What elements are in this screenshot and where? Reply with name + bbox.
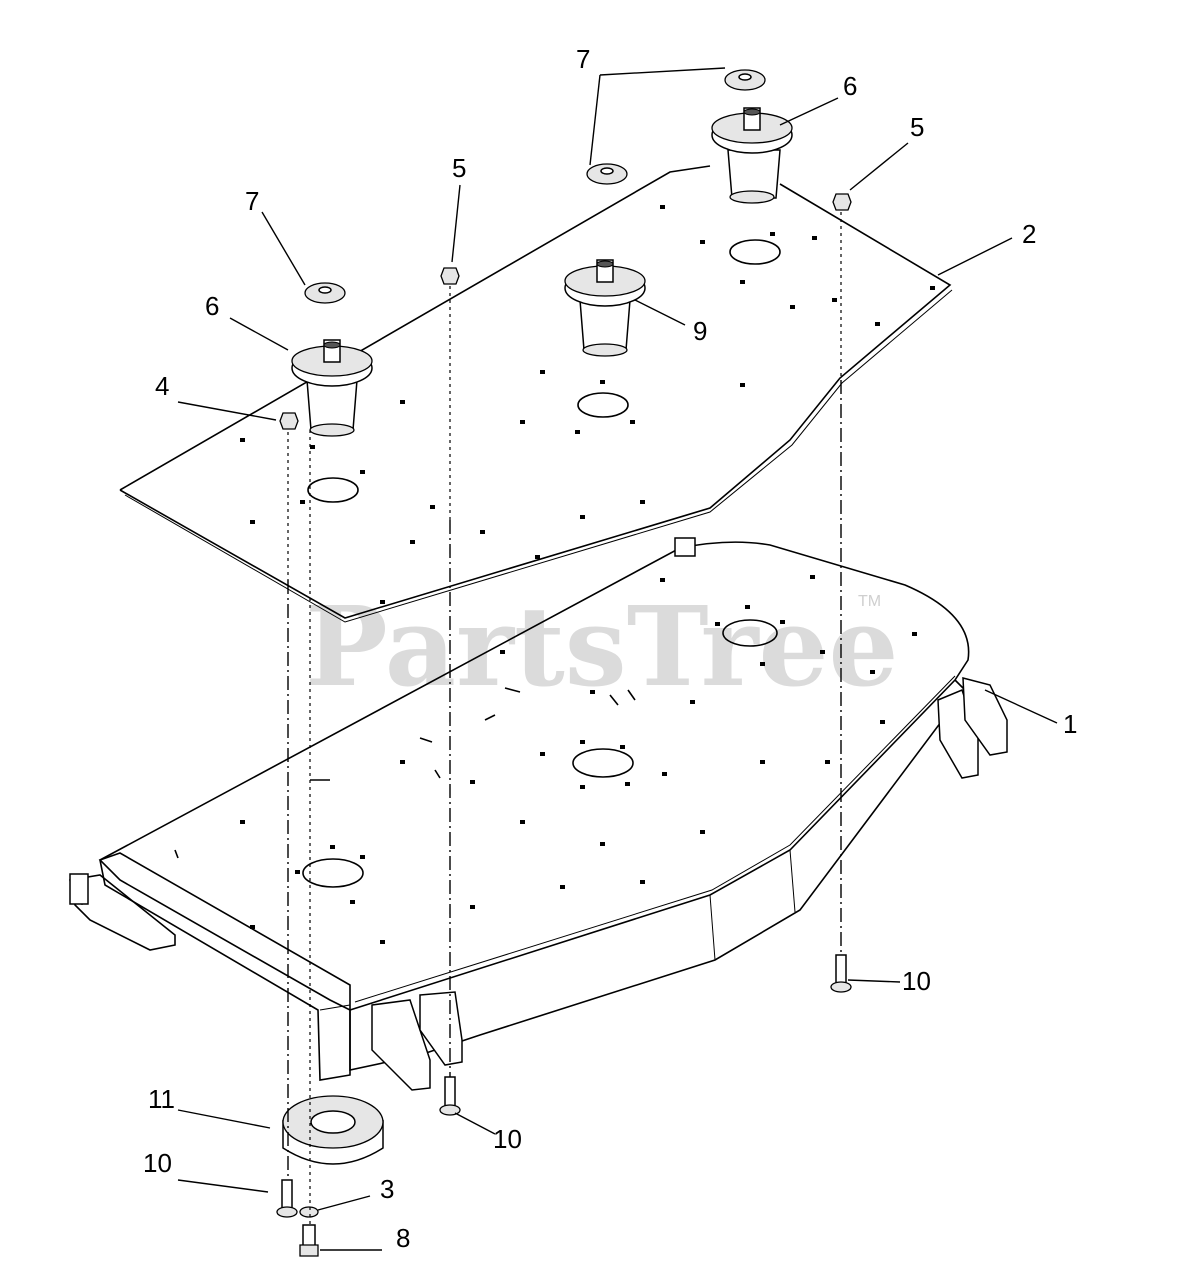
callout-2: 2	[1022, 219, 1036, 249]
callout-labels: 7 6 5 2 7 5 6 9 4 1 10 11 10 10 3 8	[143, 44, 1077, 1253]
deck-slots	[174, 687, 636, 859]
washer-left	[304, 282, 346, 304]
spindle-center	[564, 259, 646, 357]
mower-deck	[69, 537, 1008, 1091]
callout-1: 1	[1063, 709, 1077, 739]
bolt-center	[439, 1076, 461, 1116]
callout-7-left: 7	[245, 186, 259, 216]
callout-10-center: 10	[493, 1124, 522, 1154]
bolt-right	[830, 954, 852, 993]
bolt-bottom	[299, 1224, 319, 1257]
deck-holes	[240, 575, 917, 944]
callout-4: 4	[155, 371, 169, 401]
washer-small	[299, 1206, 319, 1218]
callout-5-center: 5	[452, 153, 466, 183]
nut-center	[440, 267, 460, 285]
washer-top-right	[724, 69, 766, 91]
washer-mid-right	[586, 163, 628, 185]
spindle-left	[291, 339, 373, 437]
callout-11: 11	[148, 1084, 175, 1114]
leader-lines	[177, 67, 1058, 1251]
nut-right	[832, 193, 852, 211]
callout-7-top: 7	[576, 44, 590, 74]
deck-top-plate	[119, 165, 953, 623]
callout-5-right: 5	[910, 112, 924, 142]
watermark-text: PartsTree	[305, 582, 899, 711]
callout-3: 3	[380, 1174, 394, 1204]
alignment-lines	[287, 212, 842, 1225]
bolt-left	[276, 1179, 298, 1218]
spindle-right	[711, 107, 793, 204]
callout-10-right: 10	[902, 966, 931, 996]
callout-8: 8	[396, 1223, 410, 1253]
watermark-trademark: TM	[858, 593, 881, 610]
callout-6-left: 6	[205, 291, 219, 321]
callout-6-right: 6	[843, 71, 857, 101]
nut-left	[279, 412, 299, 430]
callout-10-left: 10	[143, 1148, 172, 1178]
callout-9: 9	[693, 316, 707, 346]
pulley-plate	[282, 1095, 384, 1165]
